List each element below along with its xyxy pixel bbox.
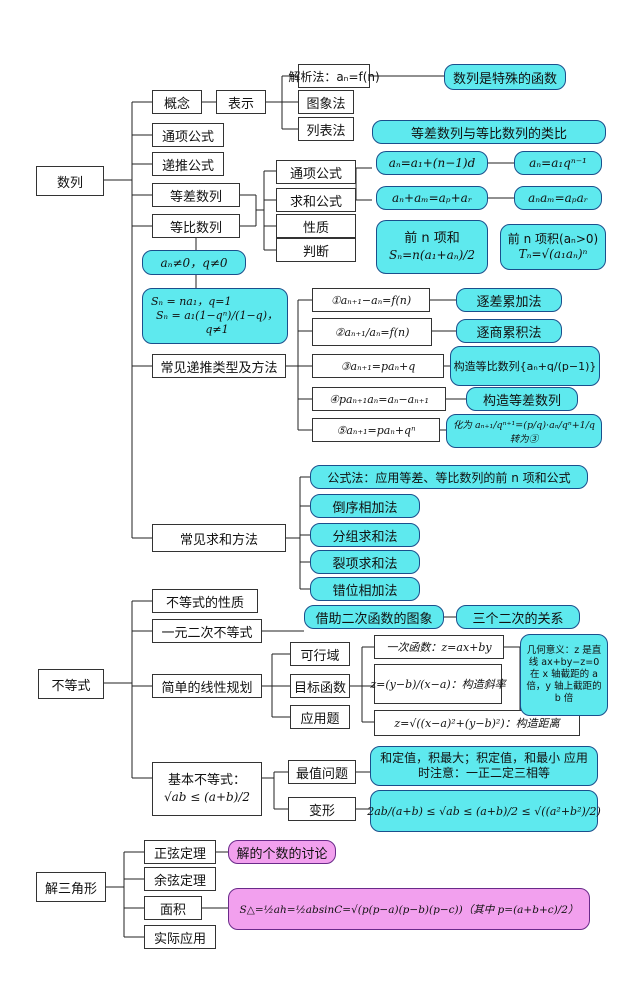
node-representation: 表示 [216,90,266,114]
node-linear-programming: 简单的线性规划 [152,674,262,698]
node-area: 面积 [144,896,202,920]
summation-method-4: 裂项求和法 [310,550,420,574]
summation-method-5: 错位相加法 [310,577,420,601]
geo-product-title: 前 n 项积(aₙ>0) [507,232,599,246]
arith-general-formula: aₙ=a₁+(n−1)d [376,151,488,175]
three-quadratics: 三个二次的关系 [456,605,580,629]
node-recursion-methods: 常见递推类型及方法 [152,354,286,378]
root-sequence: 数列 [36,166,104,196]
prop-property: 性质 [276,214,356,238]
recursion-type-1: ①aₙ₊₁−aₙ=f(n) [312,288,430,312]
node-summation-methods: 常见求和方法 [152,524,286,552]
recursion-type-3: ③aₙ₊₁=paₙ+q [312,354,444,378]
node-table-method: 列表法 [298,117,354,141]
node-arithmetic: 等差数列 [152,183,240,207]
quadratic-graph-hint: 借助二次函数的图象 [304,605,444,629]
geometry-meaning: 几何意义：z 是直线 ax+by−z=0 在 x 轴截距的 a 倍，y 轴上截距… [520,634,608,716]
extreme-value-rule: 和定值，积最大；积定值，和最小 应用时注意：一正二定三相等 [370,746,598,786]
recursion-method-3: 构造等比数列{aₙ+q/(p−1)} [450,346,600,386]
prop-judgement: 判断 [276,238,356,262]
prop-general-term: 通项公式 [276,160,356,184]
recursion-method-5: 化为 aₙ₊₁/qⁿ⁺¹=(p/q)·aₙ/qⁿ+1/q 转为③ [446,414,602,448]
node-application: 实际应用 [144,925,216,949]
node-transform: 变形 [288,797,356,821]
node-extreme-value: 最值问题 [288,760,356,784]
geo-condition: aₙ≠0，q≠0 [142,250,246,275]
node-special-function: 数列是特殊的函数 [444,64,566,90]
recursion-type-4: ④paₙ₊₁aₙ=aₙ−aₙ₊₁ [312,387,446,411]
arith-sum-formula: Sₙ=n(a₁+aₙ)/2 [389,247,475,262]
transform-formula: 2ab/(a+b) ≤ √ab ≤ (a+b)/2 ≤ √((a²+b²)/2) [367,790,601,832]
objective-slope: z=(y−b)/(x−a)：构造斜率 [370,664,506,704]
recursion-type-5: ⑤aₙ₊₁=paₙ+qⁿ [312,418,440,442]
geo-sum-case-2: Sₙ = a₁(1−qⁿ)/(1−q)，q≠1 [155,309,278,336]
summation-method-3: 分组求和法 [310,523,420,547]
geo-product-formula: Tₙ=√(a₁aₙ)ⁿ [518,247,588,261]
root-inequality: 不等式 [38,669,104,699]
sine-law-note: 解的个数的讨论 [228,840,336,864]
geo-sum-case-1: Sₙ = na₁，q=1 [151,295,232,309]
geo-sum-formula: Sₙ = na₁，q=1 Sₙ = a₁(1−qⁿ)/(1−q)，q≠1 [142,288,288,344]
node-geometric: 等比数列 [152,214,240,238]
prop-sum-formula: 求和公式 [276,188,356,212]
arith-sum-title: 前 n 项和 [404,231,460,247]
recursion-type-2: ②aₙ₊₁/aₙ=f(n) [312,318,432,346]
arith-sum-box: 前 n 项和 Sₙ=n(a₁+aₙ)/2 [376,220,488,274]
node-graph-method: 图象法 [298,90,354,114]
basic-inequality-title: 基本不等式： [167,773,246,789]
objective-linear: 一次函数：z=ax+by [374,635,504,659]
recursion-method-1: 逐差累加法 [456,288,562,312]
summation-method-1: 公式法：应用等差、等比数列的前 n 项和公式 [310,465,588,489]
node-analytic-method: 解析法：aₙ=f(n) [288,64,380,88]
node-concept: 概念 [152,90,202,114]
lp-feasible-region: 可行域 [290,642,350,666]
node-quadratic-inequality: 一元二次不等式 [152,619,262,643]
arith-property-formula: aₙ+aₘ=aₚ+aᵣ [376,186,488,210]
basic-inequality-formula: √ab ≤ (a+b)/2 [163,789,251,804]
node-inequality-properties: 不等式的性质 [152,589,258,613]
geo-property-formula: aₙaₘ=aₚaᵣ [514,186,602,210]
recursion-method-2: 逐商累积法 [456,319,562,343]
area-formula: S△=½ah=½absinC=√(p(p−a)(p−b)(p−c))（其中 p=… [228,888,590,930]
geo-product-box: 前 n 项积(aₙ>0) Tₙ=√(a₁aₙ)ⁿ [500,224,606,270]
node-recursive: 递推公式 [152,152,224,176]
lp-application: 应用题 [290,705,350,729]
node-general-term: 通项公式 [152,123,224,147]
node-sine-law: 正弦定理 [144,840,216,864]
geo-general-formula: aₙ=a₁qⁿ⁻¹ [514,151,602,175]
analogy-title: 等差数列与等比数列的类比 [372,120,606,144]
node-cosine-law: 余弦定理 [144,867,216,891]
recursion-method-4: 构造等差数列 [466,387,578,411]
node-basic-inequality: 基本不等式： √ab ≤ (a+b)/2 [152,762,262,816]
root-triangle: 解三角形 [36,872,106,902]
lp-objective-function: 目标函数 [290,674,350,698]
summation-method-2: 倒序相加法 [310,494,420,518]
